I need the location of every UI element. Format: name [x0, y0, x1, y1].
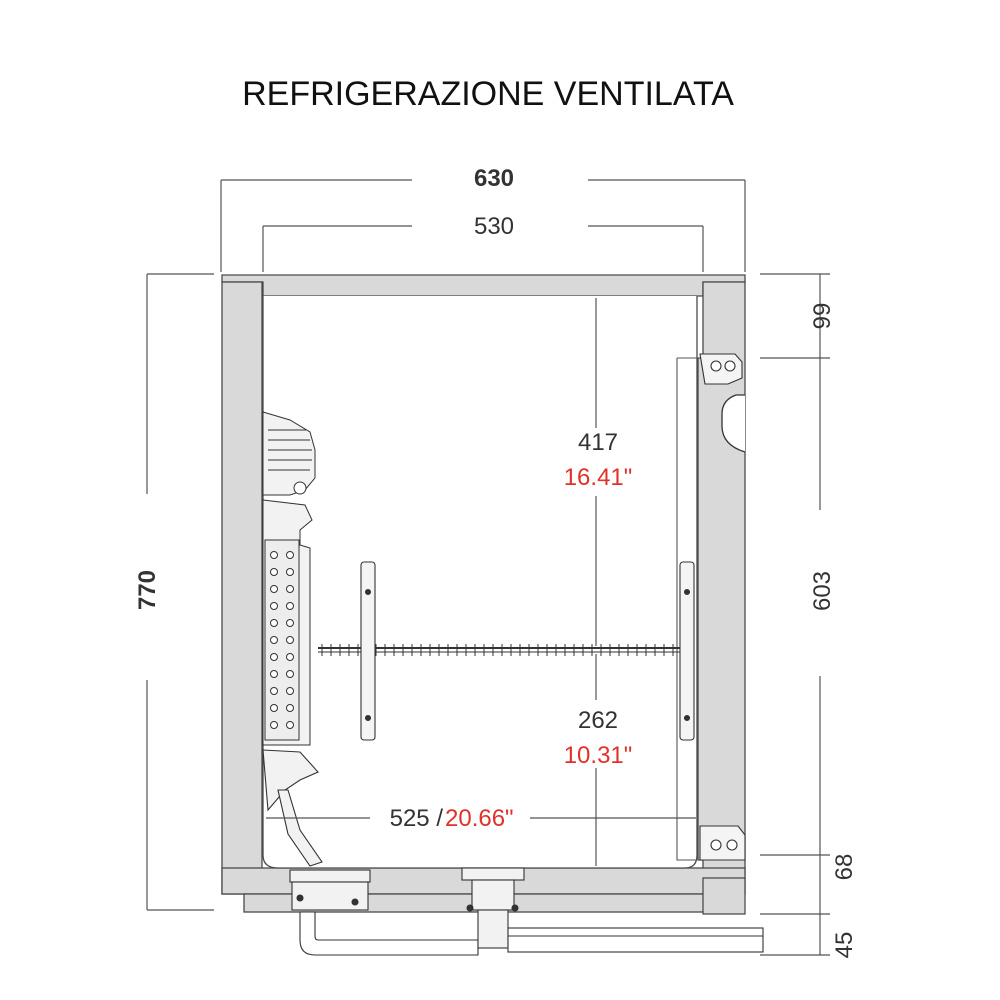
- cabinet-left-wall: [221, 281, 263, 895]
- top-offset-label: 99: [809, 303, 836, 330]
- total-height-label: 770: [134, 570, 161, 610]
- shelf-support-right: [679, 561, 695, 741]
- inner-depth-mm-label: 525 /: [390, 805, 444, 832]
- door-gasket-top: [699, 353, 743, 385]
- base-height-label: 68: [831, 854, 858, 881]
- diagram-title: REFRIGERAZIONE VENTILATA: [242, 75, 734, 113]
- right-dimension-lines: [760, 273, 830, 956]
- total-height-dimension: [146, 273, 214, 911]
- outer-width-label: 630: [474, 165, 514, 192]
- shelf-support-left: [360, 561, 376, 741]
- inner-width-label: 530: [474, 213, 514, 240]
- outer-width-dimension: [220, 179, 746, 272]
- drain-pipe: [262, 749, 323, 867]
- inner-cavity: [262, 296, 698, 869]
- cabinet-top-slab: [221, 274, 746, 297]
- door-height-label: 603: [809, 571, 836, 611]
- evaporator-unit: [262, 411, 316, 746]
- evaporator-vent-holes: [270, 551, 294, 729]
- lower-cavity-mm-label: 262: [578, 707, 618, 734]
- shelf: [318, 644, 680, 656]
- inner-width-dimension: [262, 225, 704, 272]
- door-handle: [721, 394, 746, 453]
- door-gasket-bottom: [699, 825, 746, 861]
- foot-height-label: 45: [831, 932, 858, 959]
- bottom-rail: [507, 927, 764, 953]
- center-drain-valve: [461, 867, 525, 949]
- door-liner: [676, 357, 700, 861]
- right-foot: [702, 877, 746, 915]
- upper-cavity-mm-label: 417: [578, 429, 618, 456]
- fan-hub-icon: [293, 481, 307, 495]
- inner-depth-in-label: 20.66": [445, 805, 514, 832]
- lower-cavity-in-label: 10.31": [564, 742, 633, 769]
- upper-cavity-in-label: 16.41": [564, 464, 633, 491]
